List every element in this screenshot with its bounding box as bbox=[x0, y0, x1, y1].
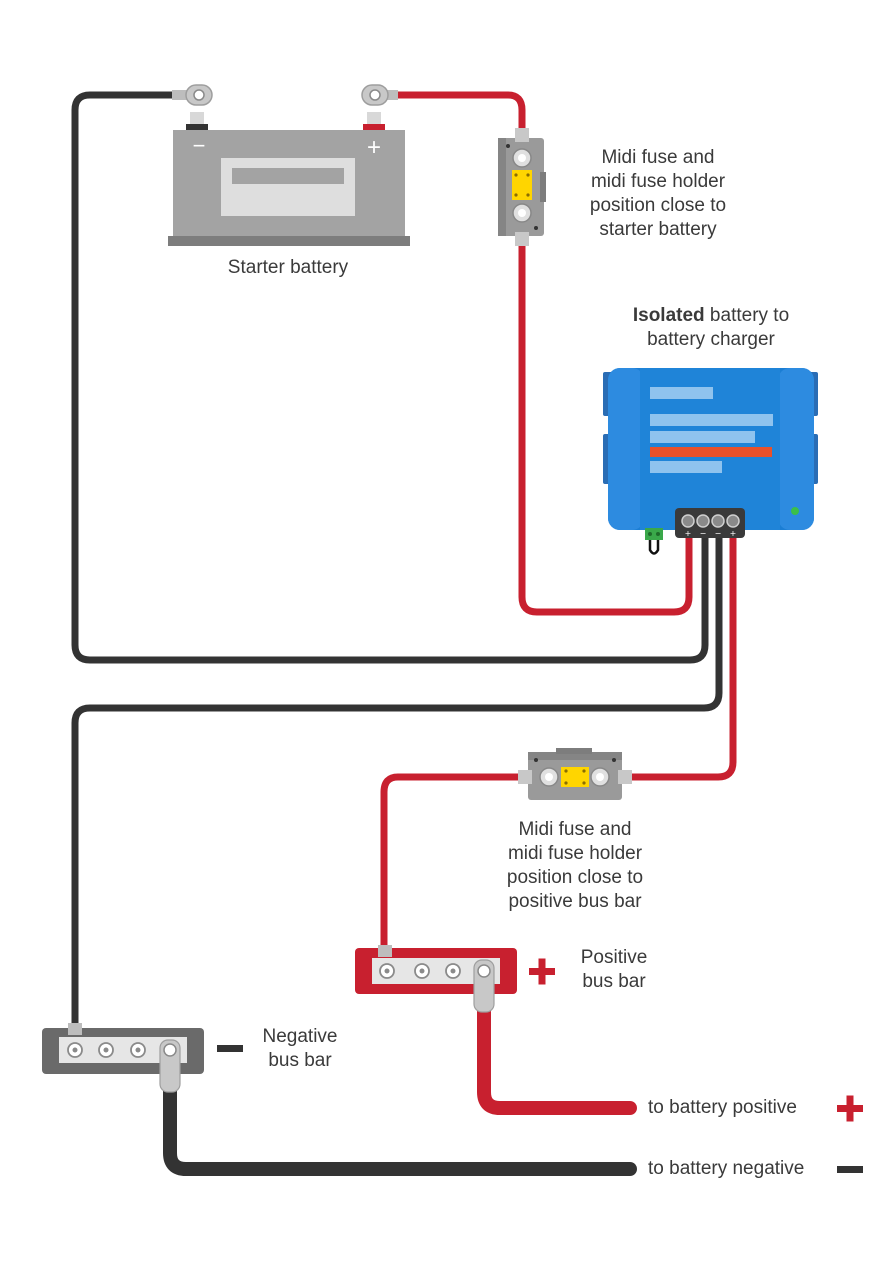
charger-label-bar-red bbox=[650, 447, 772, 457]
positive-output-wire bbox=[477, 1005, 637, 1115]
positive-bus-label: Positive bus bar bbox=[566, 946, 662, 994]
charger-label-rest: battery to bbox=[704, 305, 790, 326]
charger-label-bold: Isolated bbox=[632, 305, 705, 326]
fuse-top-line-4: starter battery bbox=[599, 219, 717, 240]
charger: + − − + bbox=[603, 368, 818, 555]
positive-bus-bar bbox=[355, 945, 517, 1013]
midi-fuse-bottom bbox=[518, 748, 632, 800]
positive-post bbox=[367, 112, 381, 126]
positive-bus-line-2: bus bar bbox=[582, 971, 646, 992]
output-positive-plus-icon bbox=[837, 1095, 863, 1122]
fuse-top-label: Midi fuse and midi fuse holder position … bbox=[568, 146, 748, 242]
positive-wire-charger-in bbox=[518, 232, 693, 616]
positive-wire-starter bbox=[392, 91, 526, 142]
output-negative-label: to battery negative bbox=[648, 1158, 805, 1179]
fuse-bottom-line-3: position close to bbox=[506, 867, 644, 888]
charger-label-bar-4 bbox=[650, 461, 722, 473]
negative-bus-line-1: Negative bbox=[262, 1026, 338, 1047]
fuse-bottom-label: Midi fuse and midi fuse holder position … bbox=[480, 818, 670, 914]
negative-wire-starter bbox=[71, 91, 709, 664]
positive-plus-icon bbox=[529, 958, 555, 985]
negative-minus-icon bbox=[217, 1045, 243, 1052]
positive-bus-line-1: Positive bbox=[580, 947, 648, 968]
negative-bus-label: Negative bus bar bbox=[252, 1025, 348, 1073]
terminal-mark-1: + bbox=[685, 529, 692, 538]
battery-label-area bbox=[221, 158, 355, 216]
positive-wire-bus-2 bbox=[380, 773, 524, 954]
charger-label-bar-1 bbox=[650, 387, 713, 399]
battery-minus-symbol: − bbox=[193, 133, 206, 158]
charger-label-bar-3 bbox=[650, 431, 755, 443]
output-negative-minus-icon bbox=[837, 1166, 863, 1173]
negative-lug-neck bbox=[172, 90, 188, 100]
terminal-mark-3: − bbox=[715, 529, 722, 538]
wires bbox=[71, 91, 737, 1176]
negative-bus-bar bbox=[42, 1023, 204, 1093]
fuse-bottom-line-2: midi fuse holder bbox=[507, 843, 643, 864]
positive-wire-bus bbox=[620, 531, 737, 781]
starter-battery-label: Starter battery bbox=[227, 257, 349, 278]
midi-fuse-top bbox=[498, 128, 546, 246]
output-positive-label: to battery positive bbox=[648, 1097, 797, 1118]
charger-terminal-block bbox=[675, 508, 745, 538]
negative-output-wire bbox=[163, 1078, 637, 1176]
positive-lug-neck bbox=[384, 90, 398, 100]
fuse-bottom-line-1: Midi fuse and bbox=[518, 819, 632, 840]
fuse-top-line-2: midi fuse holder bbox=[590, 171, 726, 192]
charger-label-line-2: battery charger bbox=[647, 329, 775, 350]
charger-label-bar-2 bbox=[650, 414, 773, 426]
charger-label: Isolated battery to battery charger bbox=[600, 304, 822, 352]
charger-remote-connector bbox=[645, 528, 663, 540]
terminal-mark-2: − bbox=[700, 529, 707, 538]
fuse-bottom-line-4: positive bus bar bbox=[508, 891, 642, 912]
negative-post bbox=[190, 112, 204, 126]
negative-bus-line-2: bus bar bbox=[268, 1050, 332, 1071]
charger-status-led bbox=[791, 507, 799, 515]
terminal-mark-4: + bbox=[730, 529, 737, 538]
starter-battery: − + bbox=[168, 84, 410, 246]
fuse-top-line-1: Midi fuse and bbox=[601, 147, 715, 168]
negative-wire-bus bbox=[71, 531, 723, 1029]
fuse-top-line-3: position close to bbox=[589, 195, 727, 216]
battery-plus-symbol: + bbox=[367, 134, 381, 161]
